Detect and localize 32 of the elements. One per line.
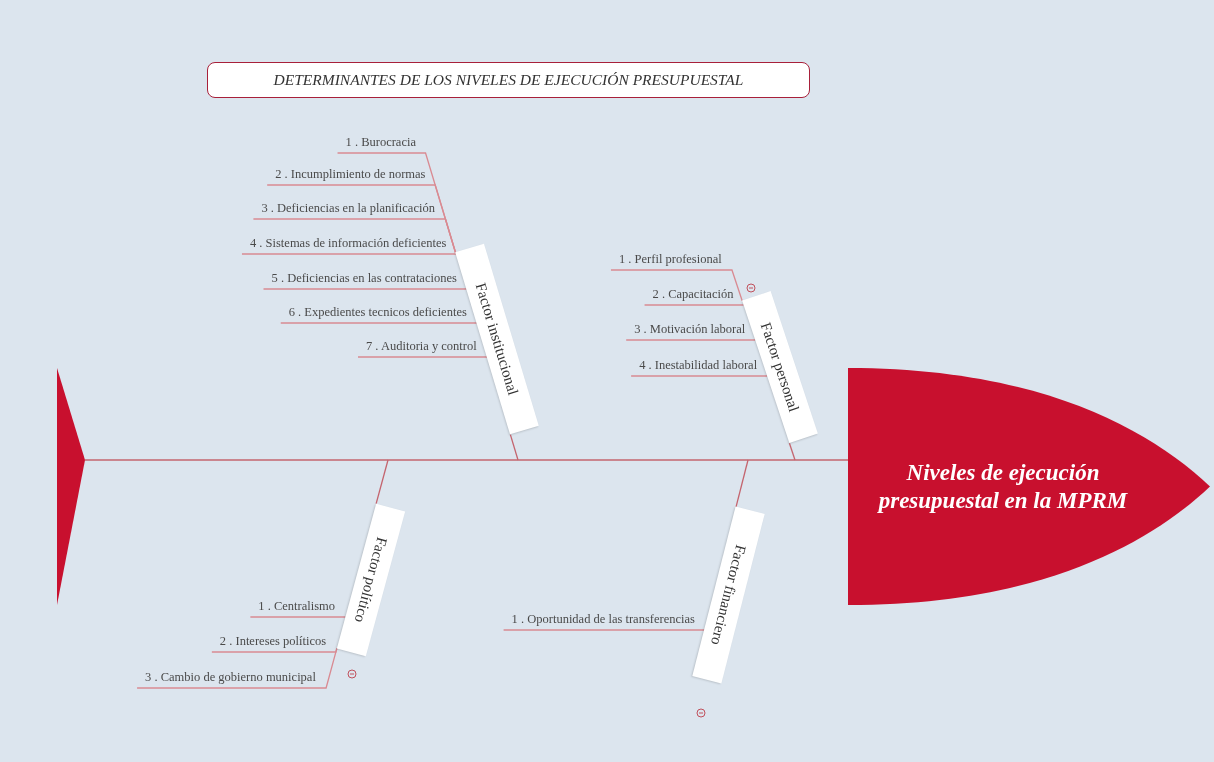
connector-line xyxy=(249,616,346,618)
cause-text: 1 . Oportunidad de las transferencias xyxy=(511,612,695,627)
effect-text: Niveles de ejecución presupuestal en la MPRM xyxy=(876,458,1129,515)
connector-line xyxy=(84,459,849,461)
diagram-title: DETERMINANTES DE LOS NIVELES DE EJECUCIÓN PRESUPUESTAL xyxy=(207,62,810,98)
connector-line xyxy=(375,459,389,505)
cause-text: 5 . Deficiencias en las contrataciones xyxy=(271,271,457,286)
connector-line xyxy=(735,459,749,508)
cause-text: 1 . Centralismo xyxy=(258,599,336,614)
category-label: Factor político xyxy=(336,503,406,657)
connector-line xyxy=(630,375,768,377)
cause-text: 2 . Incumplimiento de normas xyxy=(275,167,426,182)
connector-line xyxy=(610,269,743,302)
cause-text: 1 . Burocracia xyxy=(345,135,416,150)
fish-tail xyxy=(57,368,85,605)
effect-head xyxy=(848,368,1210,605)
cause-text: 3 . Cambio de gobierno municipal xyxy=(145,670,316,685)
cause-text: 2 . Capacitación xyxy=(652,287,734,302)
cause-text: 1 . Perfil profesional xyxy=(618,252,722,267)
connector-line xyxy=(509,434,519,461)
connector-line xyxy=(136,647,338,689)
connector-line xyxy=(280,322,478,324)
connector-line xyxy=(241,253,457,255)
connector-line xyxy=(788,442,796,461)
connector-line xyxy=(357,356,488,358)
connector-line xyxy=(502,629,706,631)
connector-line xyxy=(625,339,756,341)
connector-line xyxy=(262,288,468,290)
connector-line xyxy=(643,304,745,306)
cause-text: 4 . Sistemas de información deficientes xyxy=(249,236,447,251)
cause-text: 2 . Intereses políticos xyxy=(219,634,327,649)
cause-text: 3 . Deficiencias en la planificación xyxy=(261,201,435,216)
